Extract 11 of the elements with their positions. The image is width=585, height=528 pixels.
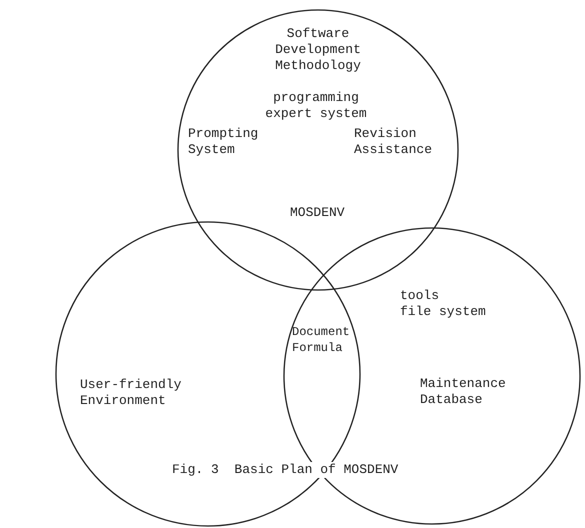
overlap-label: Revision Assistance <box>354 126 434 158</box>
overlap-label: MOSDENV <box>290 205 346 221</box>
overlap-label: Document Formula <box>292 324 351 356</box>
overlap-label: Prompting System <box>188 126 260 158</box>
figure-caption: Fig. 3 Basic Plan of MOSDENV <box>172 462 398 478</box>
circle-label: User-friendly Environment <box>80 377 182 409</box>
circle-label: Maintenance Database <box>420 376 507 408</box>
circle-label: tools <box>400 288 440 304</box>
circle-label: file system <box>400 304 487 320</box>
circle-label: programming expert system <box>264 90 368 122</box>
circle-label: Software Development Methodology <box>274 26 362 74</box>
